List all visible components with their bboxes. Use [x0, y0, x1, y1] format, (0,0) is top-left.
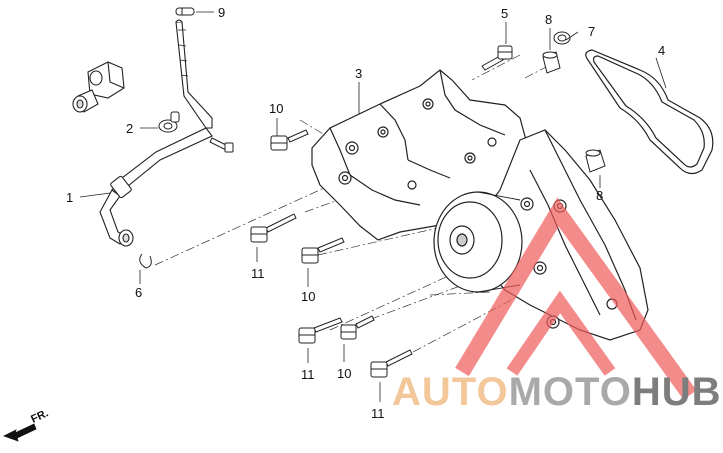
- callout-10-lower: 10: [337, 366, 351, 381]
- callout-2: 2: [126, 121, 133, 136]
- watermark-moto: MOTO: [509, 370, 632, 414]
- callout-7: 7: [588, 24, 595, 39]
- callout-8-upper: 8: [545, 12, 552, 27]
- front-arrow-icon: [2, 423, 37, 442]
- callout-8-lower: 8: [596, 188, 603, 203]
- bolt-part-10-lower: [340, 315, 375, 340]
- bolt-part-11-middle: [298, 317, 343, 344]
- callout-labels: 9 2 1 6 3 5 8 7 4 8 10 11 10 11 10 11: [66, 5, 665, 421]
- watermark-hub: HUB: [632, 370, 722, 414]
- dowel-pin-lower: [585, 149, 606, 173]
- water-hose-part-1: [99, 127, 213, 247]
- circlip-part-6: [139, 253, 152, 269]
- pipe-joint-housing: [72, 61, 125, 113]
- callout-9: 9: [218, 5, 225, 20]
- callout-3: 3: [355, 66, 362, 81]
- callout-4: 4: [658, 43, 665, 58]
- pump-impeller: [433, 191, 523, 293]
- callout-1: 1: [66, 190, 73, 205]
- callout-10-upper: 10: [269, 101, 283, 116]
- water-pipe-upper: [175, 19, 213, 129]
- dowel-pin-upper: [542, 51, 561, 74]
- clip-part-9: [175, 7, 195, 16]
- callout-10-middle: 10: [301, 289, 315, 304]
- front-direction-marker: FR.: [2, 407, 50, 442]
- callout-11-lower: 11: [371, 406, 385, 421]
- bolt-part-5: [481, 45, 513, 71]
- bolt-part-11-lower: [370, 349, 413, 378]
- callout-5: 5: [501, 6, 508, 21]
- o-ring-part-7: [553, 31, 571, 45]
- callout-6: 6: [135, 285, 142, 300]
- callout-11-upper: 11: [251, 266, 265, 281]
- watermark-logo-icon: [455, 197, 697, 400]
- front-direction-label: FR.: [29, 407, 50, 425]
- bolt-part-11-upper: [250, 213, 297, 243]
- gasket-part-4: [585, 49, 714, 175]
- clamp-part-2: [158, 111, 180, 133]
- leader-lines: [79, 11, 667, 402]
- watermark-text: AUTOMOTOHUB: [392, 370, 722, 414]
- callout-11-middle: 11: [301, 367, 315, 382]
- small-bolt: [209, 137, 234, 153]
- bolt-part-10-upper: [270, 129, 309, 151]
- watermark-auto: AUTO: [392, 370, 509, 414]
- bolt-part-10-middle: [301, 237, 345, 264]
